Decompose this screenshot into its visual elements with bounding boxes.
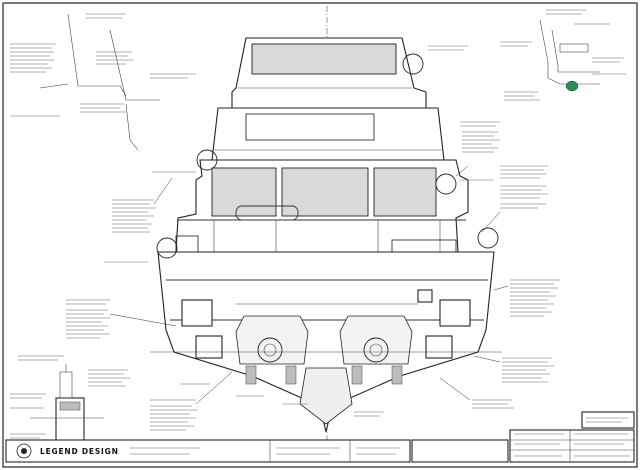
tank-right-outer [439, 299, 471, 327]
detail-top-left [10, 13, 196, 151]
main-cabin-step [235, 205, 299, 221]
main-window-left [211, 167, 277, 217]
title-block: LEGEND DESIGN [5, 411, 635, 463]
notes-bottom-center [150, 371, 384, 431]
main-window-right [373, 167, 437, 217]
detail-callout-main-left [156, 237, 178, 259]
main-window-center [281, 167, 369, 217]
vessel-section [150, 37, 502, 433]
notes-left [18, 171, 196, 361]
keel-section [299, 367, 353, 425]
seal-green-icon [565, 80, 579, 92]
firm-name: LEGEND DESIGN [40, 447, 119, 456]
detail-callout-upper-right [435, 173, 457, 195]
upper-deck-panel [245, 113, 375, 141]
tank-right-top [417, 289, 433, 303]
notes-right-lower [439, 279, 560, 409]
tank-left-inner [195, 335, 223, 359]
flybridge-window [251, 43, 397, 75]
detail-top-right [500, 9, 626, 101]
detail-callout-upper-left [196, 149, 218, 171]
detail-callout-roof [402, 53, 424, 75]
upper-deck [211, 107, 445, 161]
tank-left-outer [181, 299, 213, 327]
detail-callout-main-right [477, 227, 499, 249]
detail-bottom-left [10, 364, 130, 453]
tank-right-inner [425, 335, 453, 359]
notes-right-upper [428, 45, 548, 233]
